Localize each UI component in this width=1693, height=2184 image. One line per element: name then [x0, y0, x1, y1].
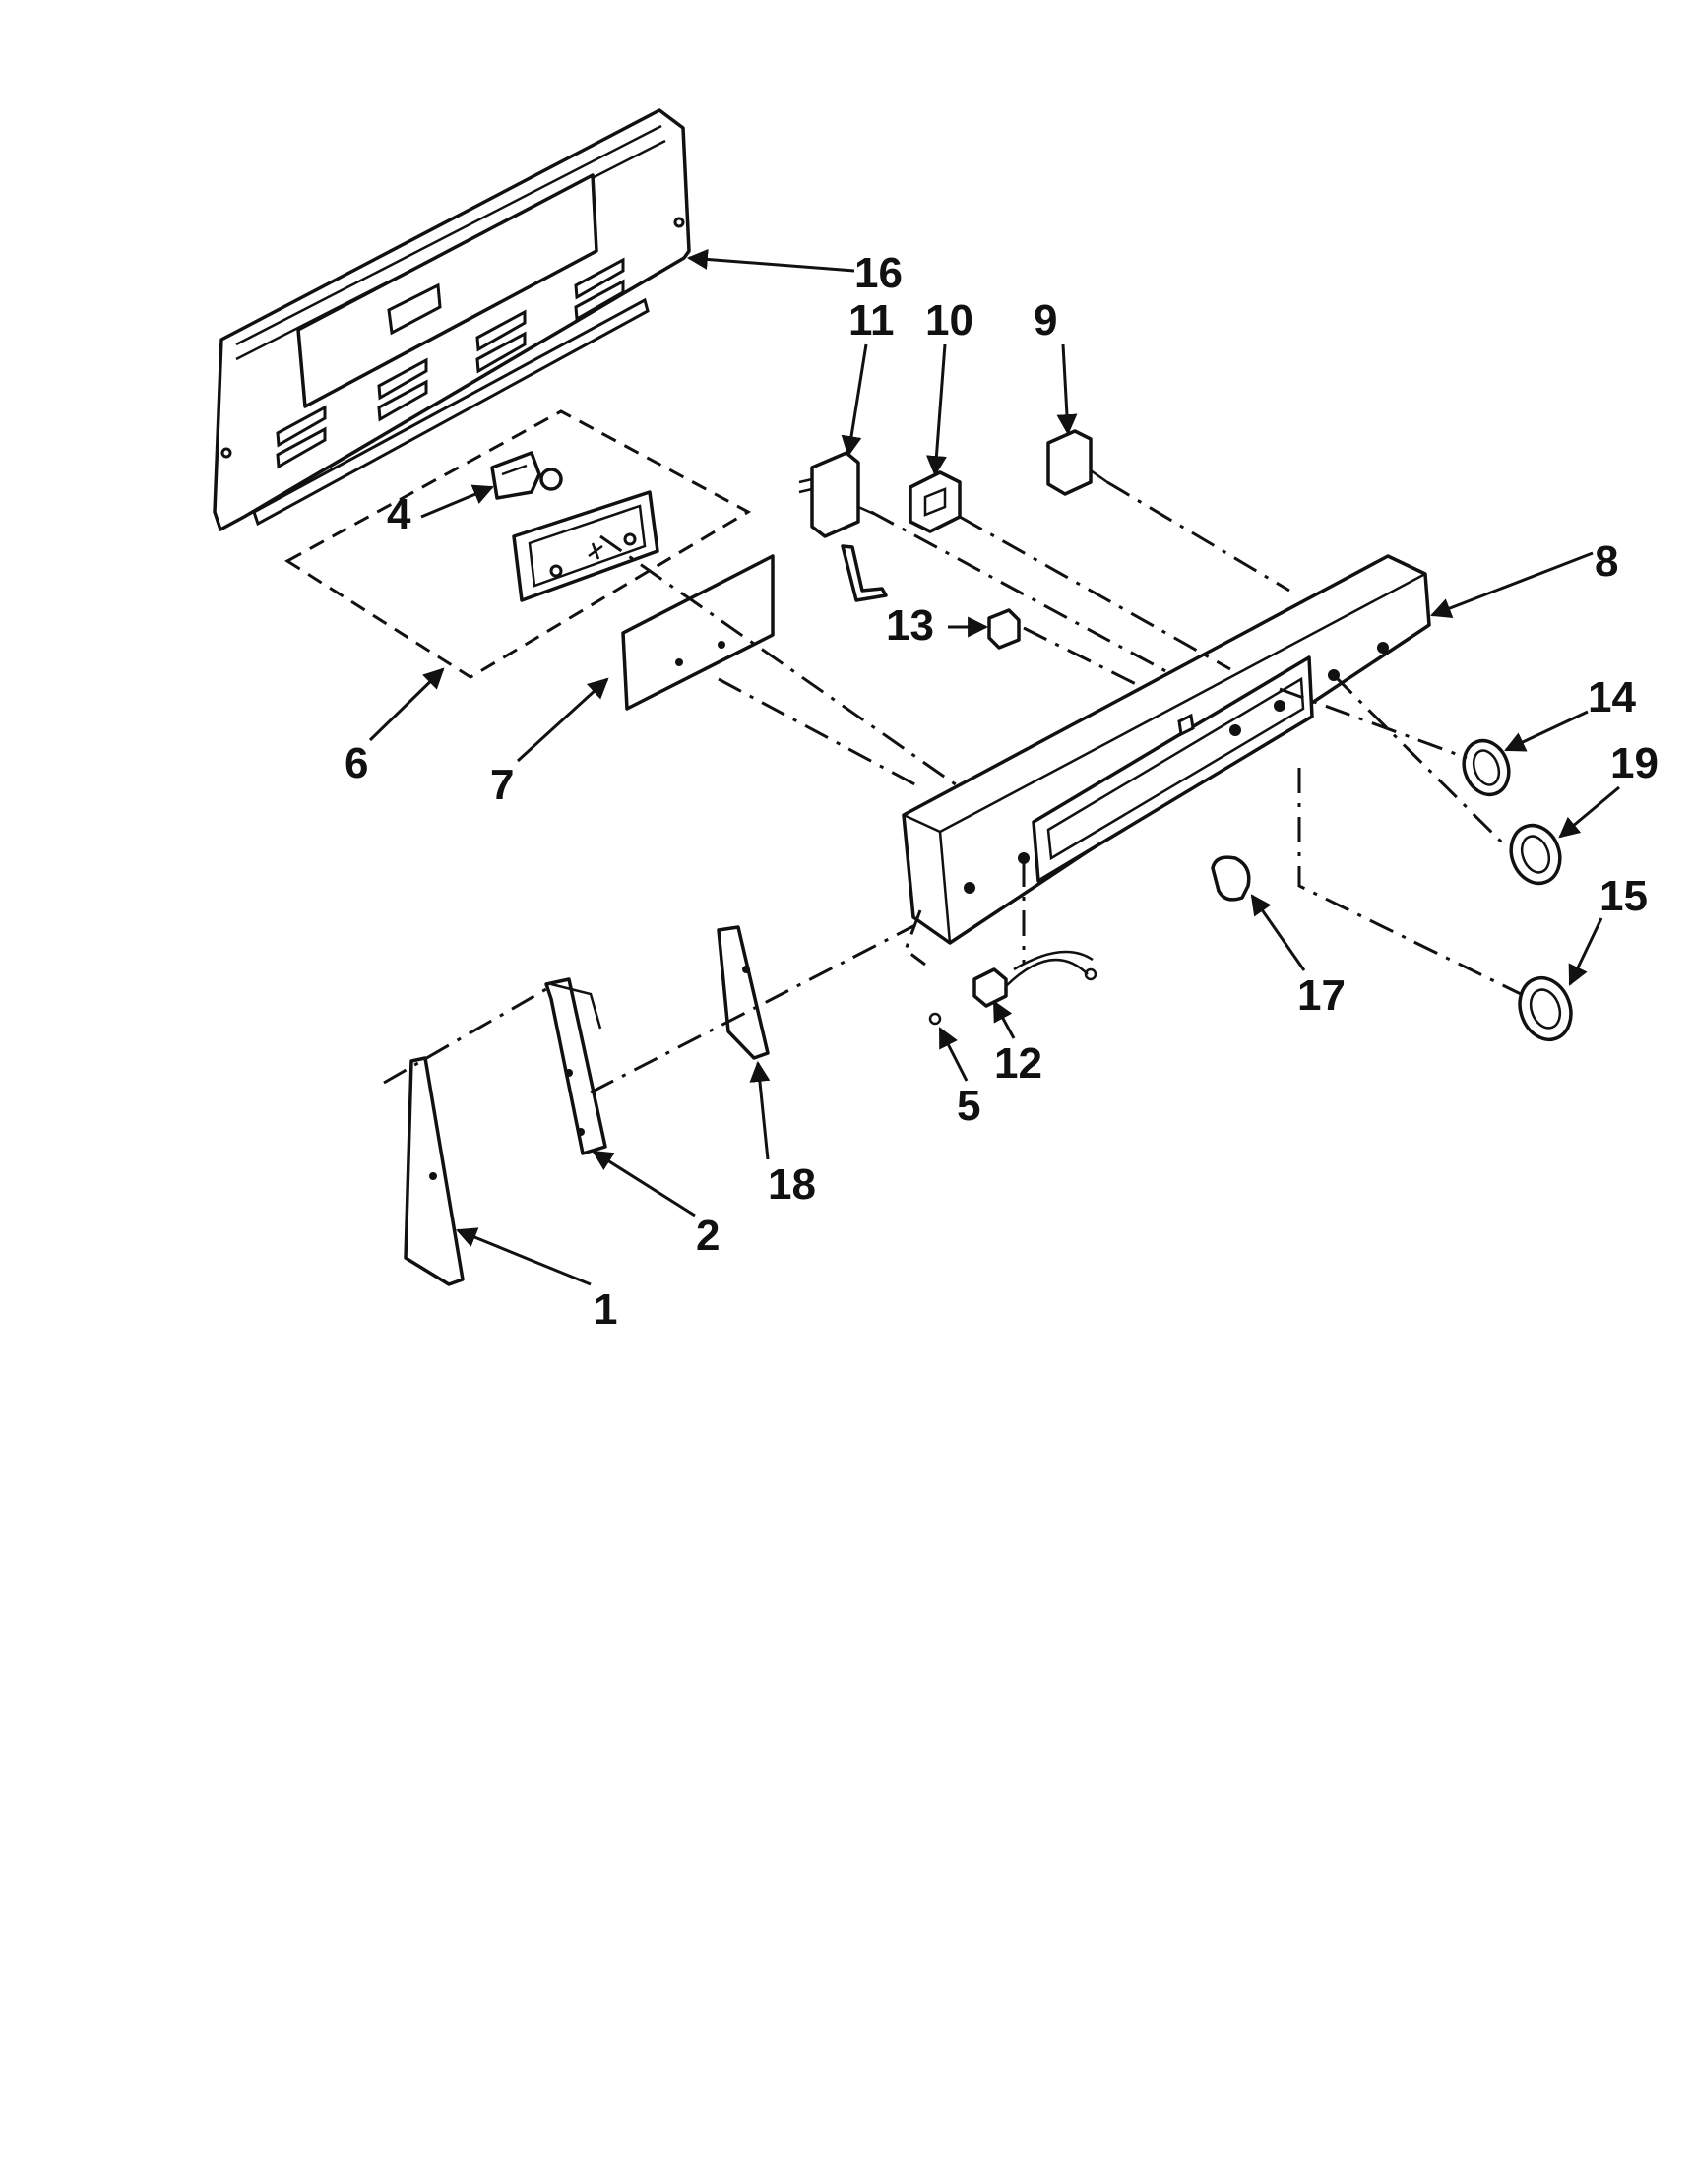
screw-5 — [928, 1012, 942, 1026]
callout-16: 16 — [854, 249, 903, 297]
callout-14: 14 — [1588, 673, 1636, 721]
callout-18: 18 — [768, 1160, 816, 1209]
switch-11 — [798, 451, 888, 602]
end-cap-1 — [404, 1056, 465, 1286]
light-assembly-outline — [284, 409, 752, 679]
knob-15 — [1518, 975, 1573, 1042]
switch-10 — [909, 470, 962, 533]
callout-8: 8 — [1595, 537, 1618, 586]
callout-11: 11 — [848, 296, 895, 344]
callout-2: 2 — [696, 1212, 720, 1260]
light-housing — [512, 490, 659, 602]
terminal-13 — [987, 608, 1021, 650]
light-lens — [621, 554, 775, 711]
switch-9 — [1046, 429, 1108, 496]
callout-13: 13 — [886, 601, 934, 650]
bracket-12 — [972, 950, 1097, 1008]
knob-17 — [1211, 855, 1251, 902]
lamp-socket — [490, 451, 563, 500]
callout-12: 12 — [994, 1039, 1042, 1088]
callout-4: 4 — [387, 490, 411, 538]
callout-labels: 16 11 10 9 8 4 13 14 19 6 7 15 17 12 5 1… — [345, 249, 1659, 1334]
callout-1: 1 — [594, 1285, 617, 1334]
callout-9: 9 — [1034, 296, 1057, 344]
bracket-2 — [544, 977, 607, 1155]
control-panel — [902, 554, 1431, 945]
assembly-lines — [383, 480, 1522, 1094]
backguard-panel — [213, 108, 691, 531]
callout-15: 15 — [1599, 872, 1648, 920]
leader-lines — [368, 248, 1620, 1286]
callout-17: 17 — [1297, 971, 1346, 1020]
callout-6: 6 — [345, 739, 368, 787]
knob-14 — [1462, 738, 1511, 797]
callout-5: 5 — [957, 1082, 980, 1130]
callout-19: 19 — [1610, 739, 1659, 787]
knob-19 — [1509, 823, 1562, 886]
end-cap-18 — [717, 925, 770, 1060]
callout-7: 7 — [490, 761, 514, 809]
callout-10: 10 — [925, 296, 973, 344]
